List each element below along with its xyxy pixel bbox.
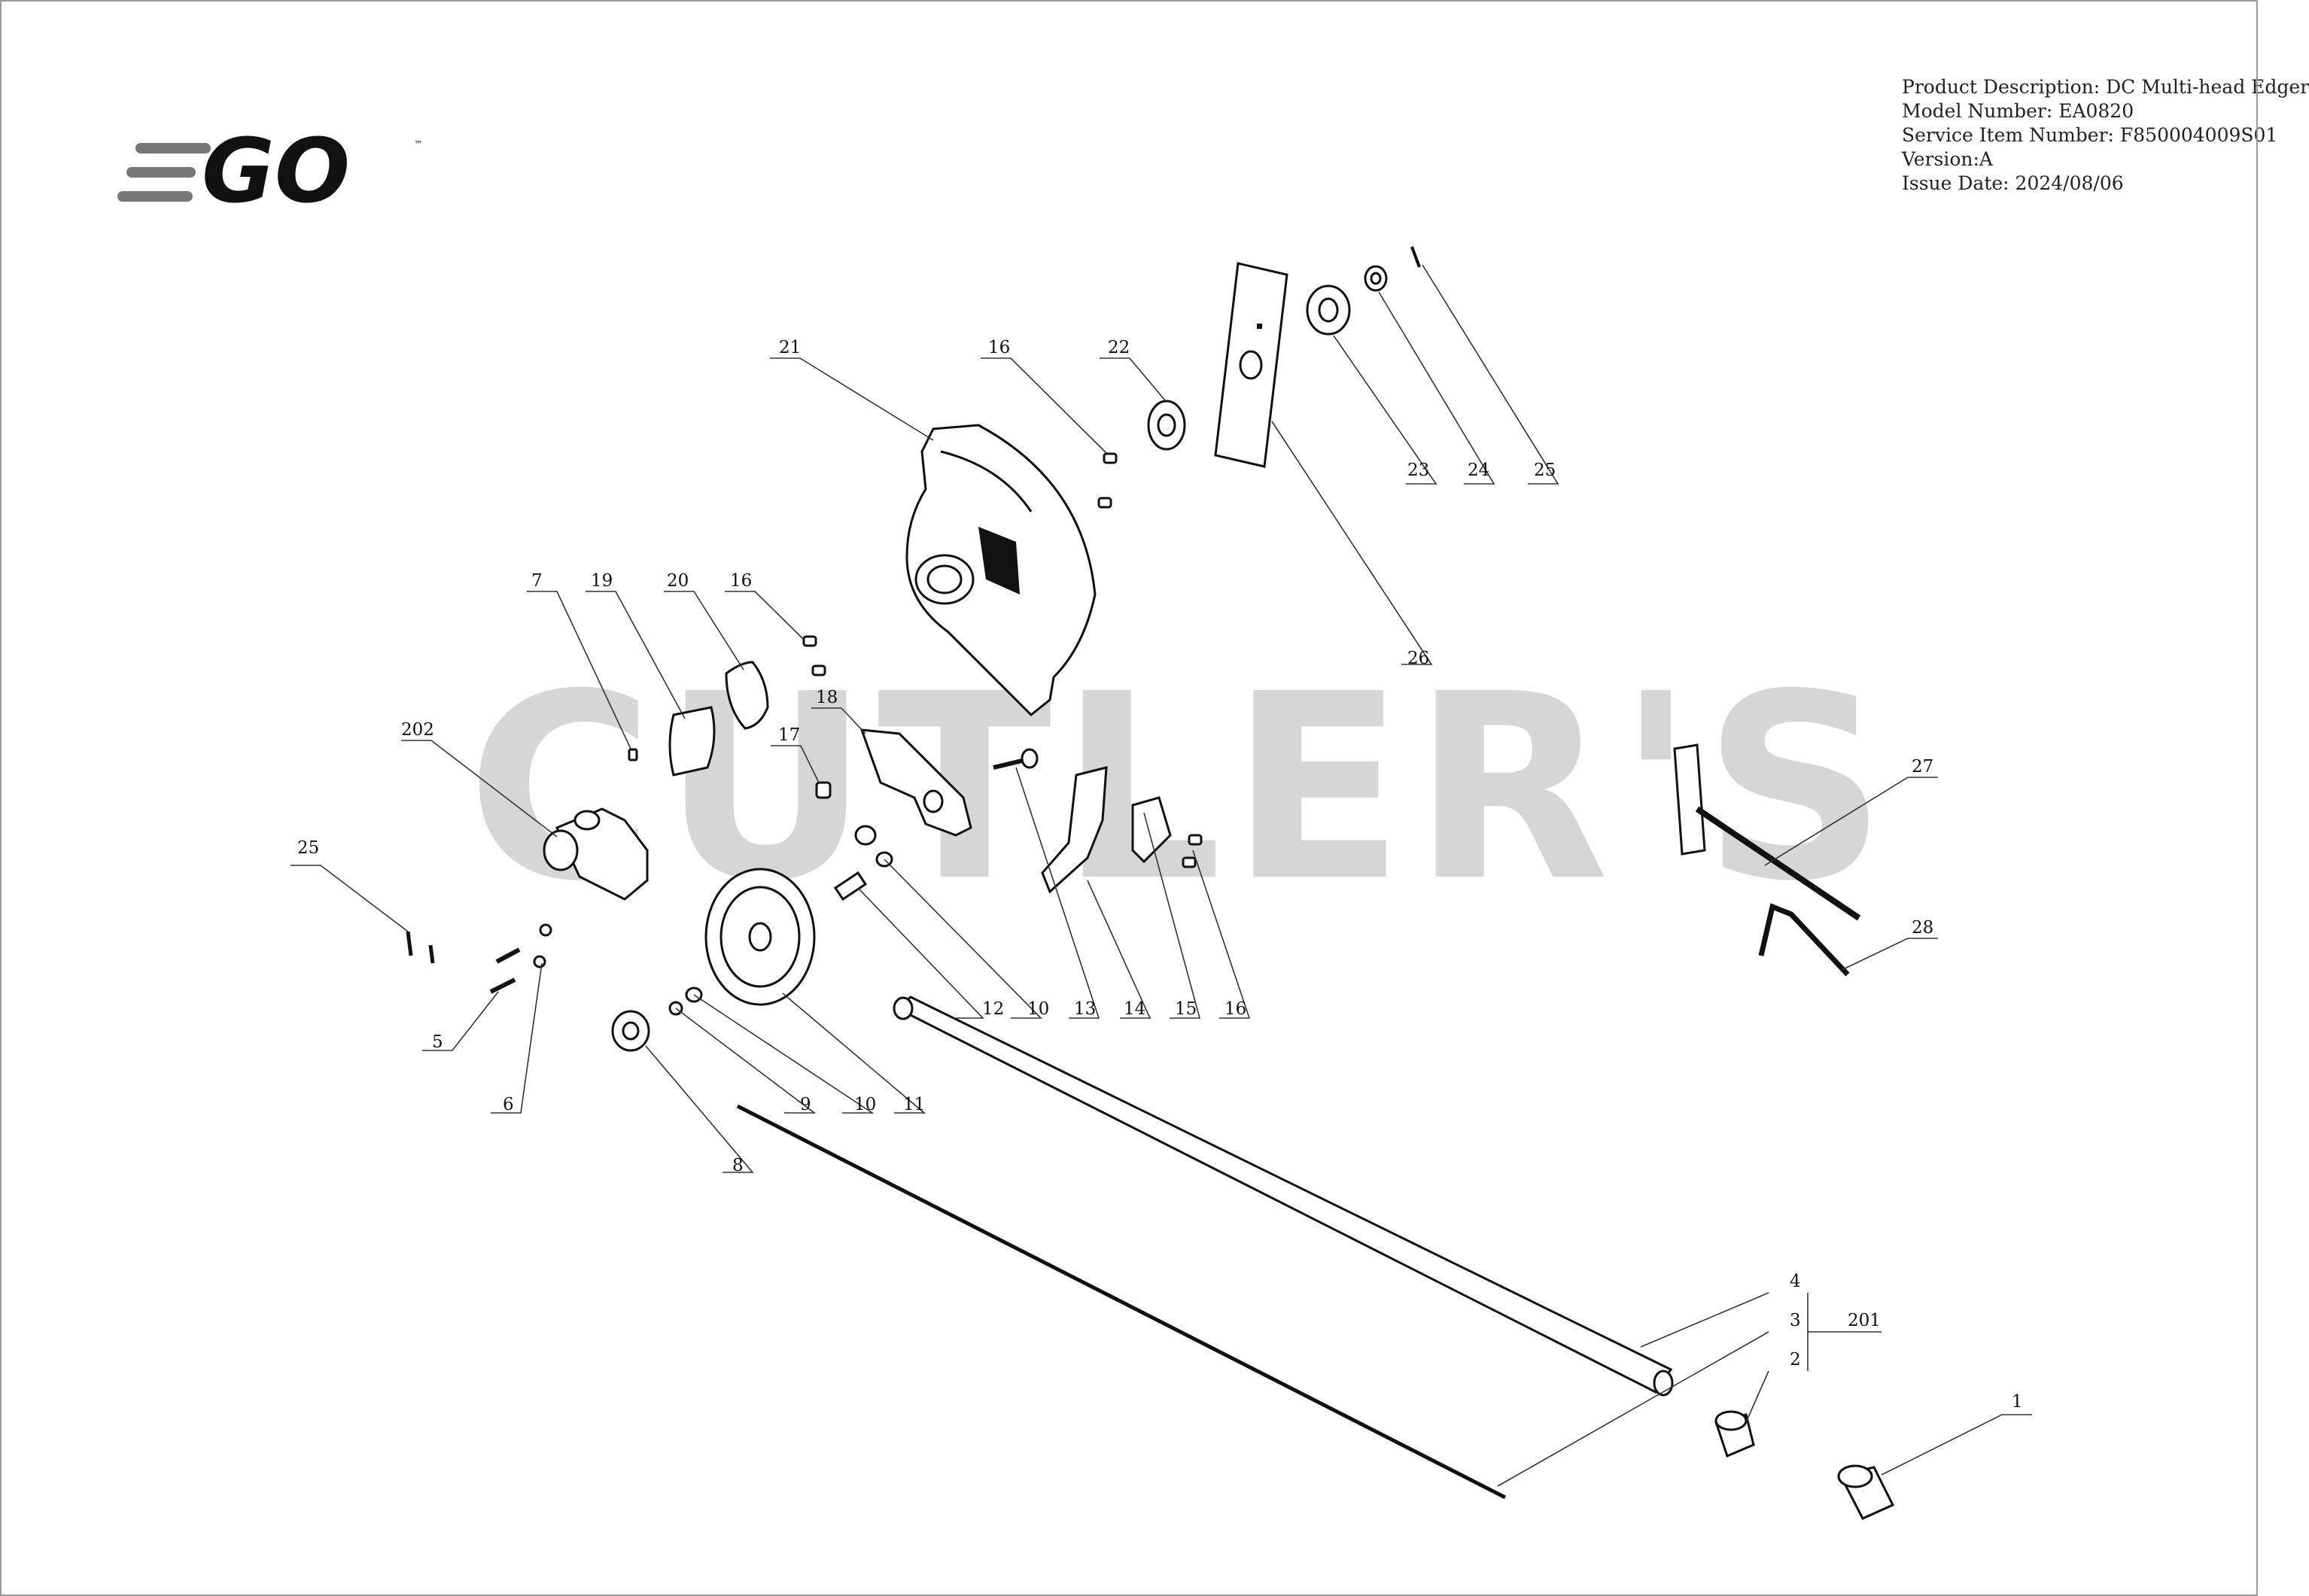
ego-logo: GO ™	[117, 119, 423, 223]
callout-202: 202	[401, 720, 434, 740]
part-16-screws-lower	[1182, 834, 1203, 868]
service-item-number: Service Item Number: F850004009S01	[1902, 124, 2278, 146]
callout-10: 10	[854, 1095, 876, 1114]
callout-20: 20	[667, 571, 689, 591]
part-7-screw	[628, 748, 638, 762]
part-21-blade-guard	[905, 424, 1097, 717]
callout-14: 14	[1124, 999, 1145, 1019]
watermark-text: CUTLER'S	[467, 640, 1894, 938]
part-2-bushing	[1714, 1410, 1755, 1458]
part-23-outer-flange	[1306, 284, 1351, 336]
part-8-knob	[611, 1010, 650, 1052]
callout-22: 22	[1108, 338, 1130, 357]
callout-numbers: 21 16 22 23 24 25 26 7 19 20 16 18 17 20…	[297, 338, 2023, 1412]
page-border	[0, 0, 2258, 1596]
callout-19: 19	[591, 571, 613, 591]
callout-16: 16	[988, 338, 1010, 357]
model-number: Model Number: EA0820	[1902, 100, 2134, 122]
part-6-nuts	[533, 923, 552, 968]
part-28-hex-key	[1758, 903, 1850, 977]
product-description: Product Description: DC Multi-head Edger	[1902, 76, 2309, 98]
callout-26: 26	[1407, 649, 1429, 668]
part-3-drive-shaft	[736, 1104, 1507, 1500]
part-13-bolt	[993, 748, 1039, 770]
part-1-end-cap	[1837, 1464, 1895, 1520]
callout-16: 16	[730, 571, 752, 591]
callout-7: 7	[531, 571, 543, 591]
issue-date: Issue Date: 2024/08/06	[1902, 172, 2124, 194]
part-27-socket-wrench	[1673, 743, 1861, 921]
part-12-sleeve	[833, 871, 868, 901]
callout-13: 13	[1074, 999, 1096, 1019]
part-19-gear-cover	[668, 706, 716, 777]
logo-wordmark: GO	[202, 119, 350, 223]
logo-trademark: ™	[414, 139, 423, 150]
callout-1: 1	[2012, 1392, 2023, 1412]
callout-2: 2	[1790, 1350, 1801, 1370]
part-18-bracket	[859, 728, 972, 837]
callout-8: 8	[732, 1156, 744, 1175]
part-15-plate	[1131, 796, 1172, 864]
callout-11: 11	[903, 1095, 925, 1114]
part-25-pin-upper	[1410, 246, 1421, 268]
callout-25: 25	[297, 838, 319, 858]
part-14-deflector-plate	[1041, 766, 1108, 894]
part-17-screw	[815, 781, 832, 799]
callout-24: 24	[1468, 461, 1489, 480]
part-25-pins-lower	[406, 931, 435, 964]
callout-17: 17	[778, 725, 800, 745]
part-26-edger-blade	[1214, 262, 1288, 468]
callout-23: 23	[1407, 461, 1429, 480]
part-5-screws	[489, 947, 521, 994]
part-11-wheel	[704, 868, 816, 1006]
callout-16: 16	[1224, 999, 1246, 1019]
callout-3: 3	[1790, 1311, 1801, 1330]
part-22-blade-adapter	[1147, 400, 1186, 451]
callout-21: 21	[779, 338, 801, 357]
callout-28: 28	[1912, 918, 1933, 938]
callout-18: 18	[816, 688, 838, 707]
callout-9: 9	[800, 1095, 811, 1114]
part-16-screws-middle	[802, 635, 826, 676]
part-24-nut	[1364, 265, 1388, 292]
callout-10: 10	[1027, 999, 1049, 1019]
part-4-lower-tube	[893, 996, 1674, 1397]
leader-lines	[291, 264, 2032, 1487]
callout-15: 15	[1175, 999, 1197, 1019]
callout-12: 12	[982, 999, 1004, 1019]
part-20-half-shell	[725, 661, 769, 730]
callout-4: 4	[1790, 1272, 1801, 1291]
part-202-gearbox	[543, 807, 649, 901]
callout-201: 201	[1848, 1311, 1881, 1330]
version: Version:A	[1902, 148, 1993, 170]
callout-6: 6	[503, 1095, 514, 1114]
callout-25: 25	[1534, 461, 1556, 480]
exploded-parts-diagram: CUTLER'S GO ™	[0, 0, 2258, 1596]
part-spacer-nut	[854, 825, 877, 846]
product-info-block: Product Description: DC Multi-head Edger…	[1902, 75, 2309, 196]
part-16-screws-upper	[1097, 452, 1118, 509]
callout-5: 5	[432, 1032, 443, 1052]
callout-27: 27	[1912, 757, 1933, 777]
